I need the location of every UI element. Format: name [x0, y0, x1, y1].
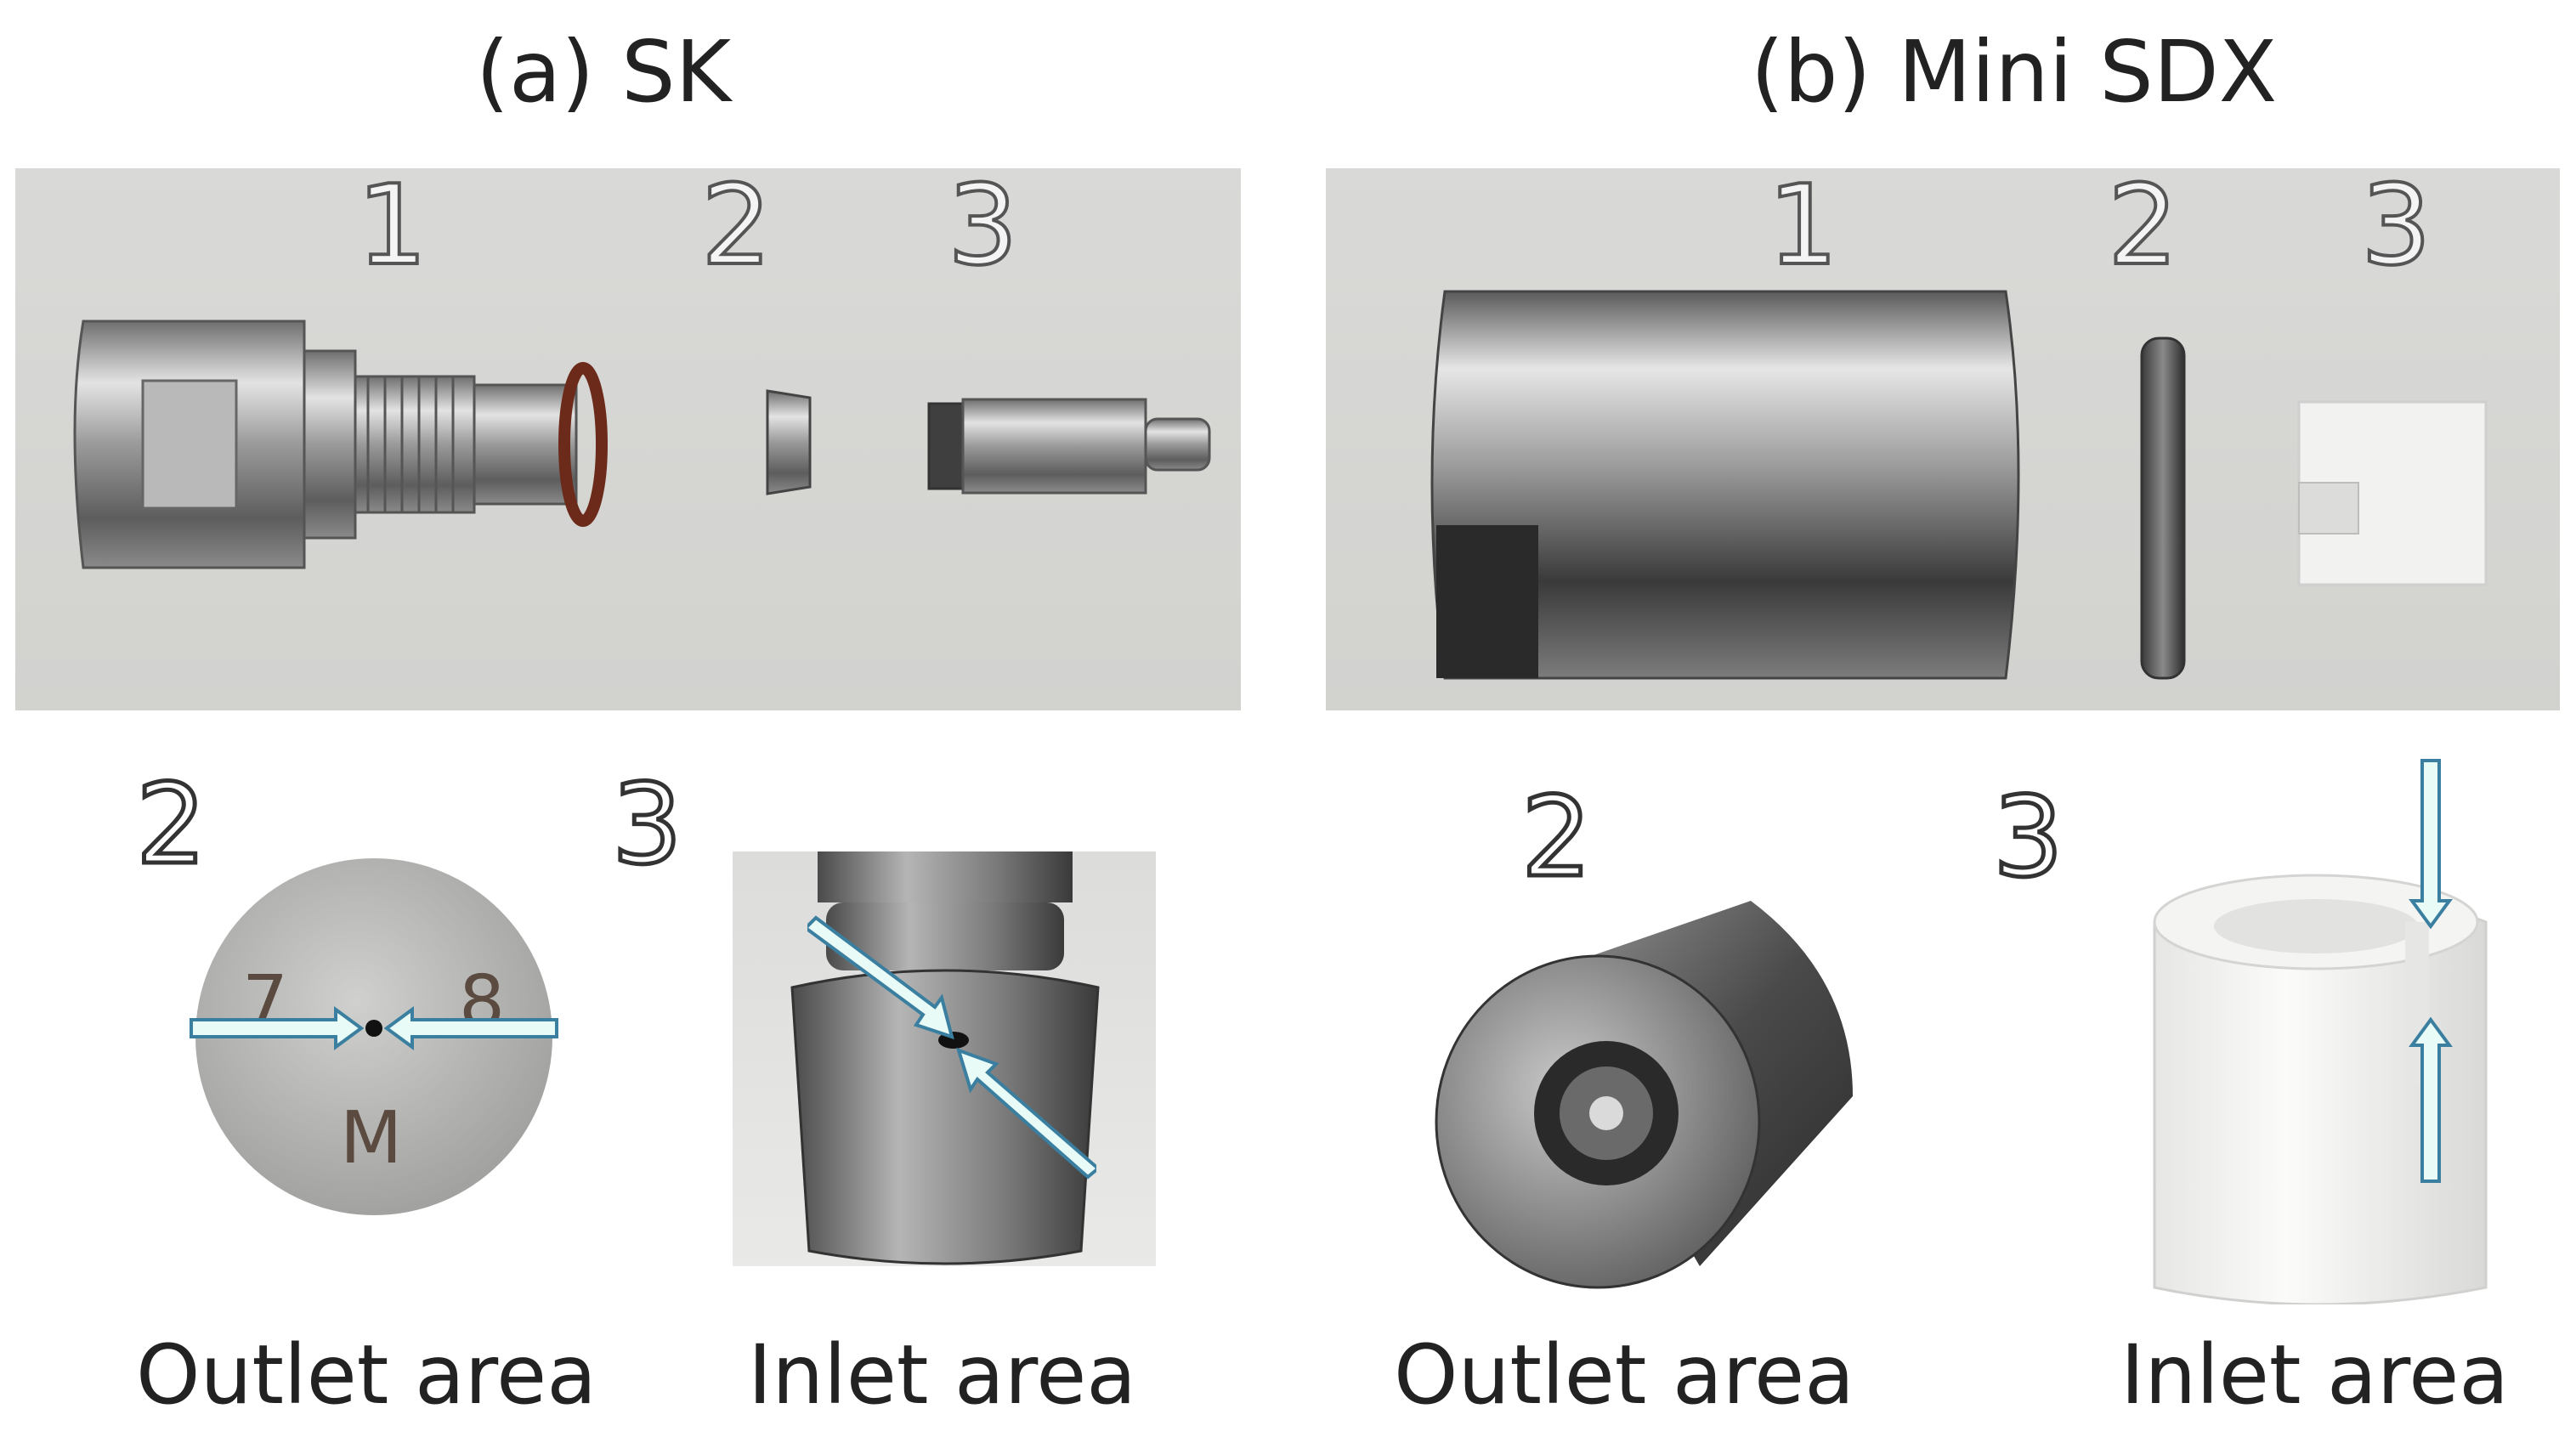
- sk-detail-2-label: 2: [134, 760, 209, 889]
- mini-sdx-inlet-arrow-up: [2409, 1016, 2453, 1183]
- sk-part-2-label: 2: [699, 161, 773, 290]
- sk-inlet-photo: [733, 851, 1156, 1266]
- sk-outlet-arrow-right: [383, 1006, 558, 1050]
- sk-assembly-illustration: [73, 320, 1211, 569]
- mini-sdx-outlet-photo: [1435, 901, 1853, 1289]
- sk-part-1-label: 1: [355, 161, 429, 290]
- mini-sdx-inlet-caption: Inlet area: [2120, 1327, 2510, 1423]
- sk-inlet-arrow-lower: [955, 1047, 1096, 1180]
- mini-sdx-inlet-arrow-down: [2409, 759, 2453, 930]
- panel-b-title: (b) Mini SDX: [1751, 22, 2278, 122]
- mini-sdx-assembly-illustration: [1430, 290, 2488, 680]
- sk-part-3-label: 3: [946, 161, 1020, 290]
- sk-inlet-arrow-upper: [807, 915, 954, 1040]
- mini-sdx-part-2-label: 2: [2106, 161, 2180, 290]
- sk-outlet-arrows: [190, 1006, 558, 1050]
- sk-outlet-arrow-left: [190, 1006, 365, 1050]
- sk-detail-3-label: 3: [610, 760, 685, 889]
- sk-outlet-hole: [365, 1020, 382, 1037]
- mini-sdx-inlet-arrows: [2409, 759, 2453, 1183]
- mini-sdx-inlet-photo: [2146, 863, 2503, 1304]
- mini-sdx-assembly-photo: [1326, 168, 2560, 710]
- sk-outlet-caption: Outlet area: [136, 1327, 597, 1423]
- sk-assembly-photo: [15, 168, 1241, 710]
- sk-outlet-mark-m: M: [340, 1096, 403, 1180]
- sk-inlet-arrows: [807, 915, 1096, 1180]
- panel-a-title: (a) SK: [476, 22, 732, 122]
- sk-inlet-caption: Inlet area: [748, 1327, 1137, 1423]
- mini-sdx-outlet-caption: Outlet area: [1394, 1327, 1855, 1423]
- mini-sdx-detail-3-label: 3: [1991, 772, 2066, 902]
- mini-sdx-part-1-label: 1: [1766, 161, 1840, 290]
- mini-sdx-part-3-label: 3: [2359, 161, 2433, 290]
- mini-sdx-detail-2-label: 2: [1520, 772, 1594, 902]
